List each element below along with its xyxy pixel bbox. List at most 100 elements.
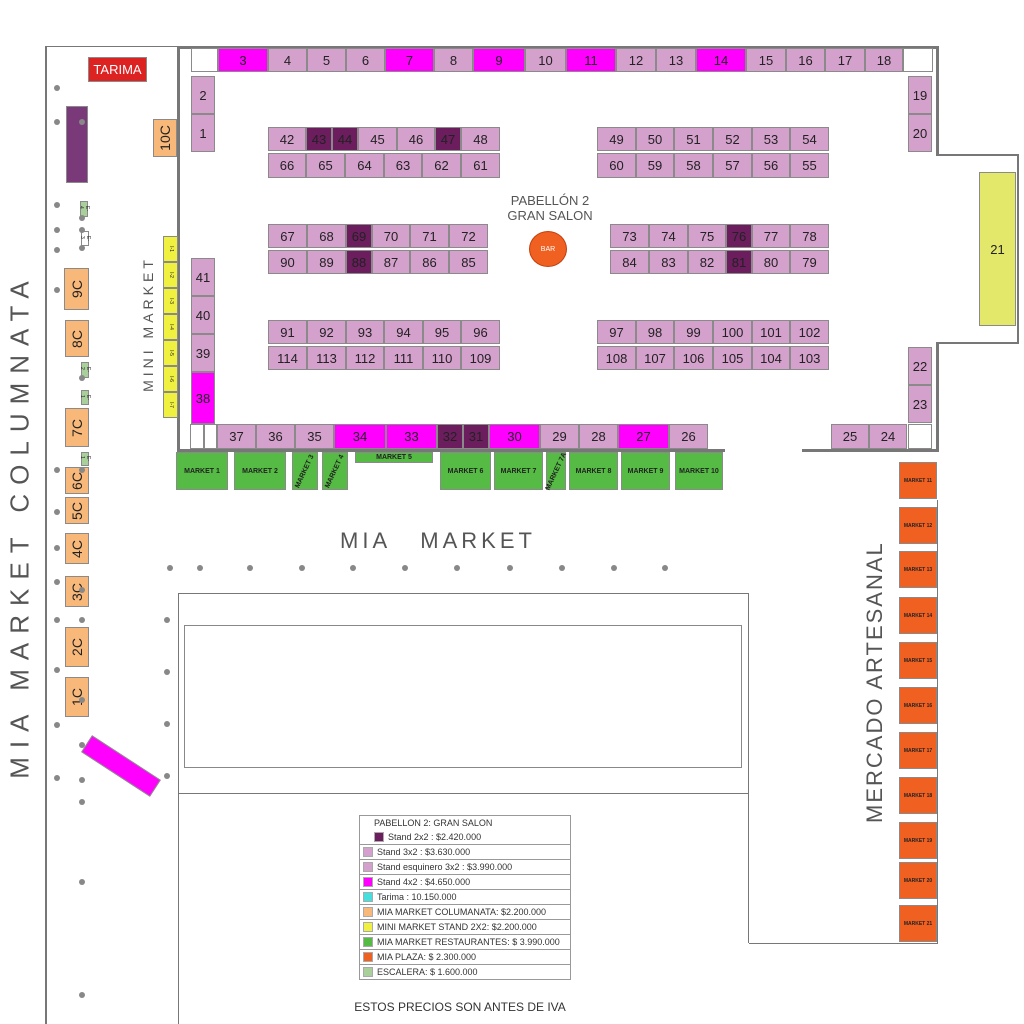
stand-103[interactable]: 103: [790, 346, 829, 370]
stand-35[interactable]: 35: [295, 424, 334, 449]
stand-70[interactable]: 70: [372, 224, 410, 248]
columnata-5C[interactable]: 5C: [65, 497, 89, 524]
stand-102[interactable]: 102: [790, 320, 829, 344]
stand-25[interactable]: 25: [831, 424, 869, 449]
stand-93[interactable]: 93: [346, 320, 384, 344]
stand-82[interactable]: 82: [688, 250, 726, 274]
stand-4[interactable]: 4: [268, 48, 307, 72]
stand-83[interactable]: 83: [649, 250, 688, 274]
stand-31[interactable]: 31: [463, 424, 489, 449]
columnata-1C[interactable]: 1C: [65, 677, 89, 717]
stand-30[interactable]: 30: [489, 424, 540, 449]
plaza-16[interactable]: MARKET 16: [899, 687, 937, 724]
stand-100[interactable]: 100: [713, 320, 752, 344]
columnata-8C[interactable]: 8C: [65, 320, 89, 357]
stand-5[interactable]: 5: [307, 48, 346, 72]
stand-38[interactable]: 38: [191, 372, 215, 424]
mini-market-I-5[interactable]: I-5: [163, 340, 178, 366]
mini-market-I-3[interactable]: I-3: [163, 288, 178, 314]
mini-market-I-4[interactable]: I-4: [163, 314, 178, 340]
plaza-12[interactable]: MARKET 12: [899, 507, 937, 544]
stand-45[interactable]: 45: [358, 127, 397, 151]
columnata-10C[interactable]: 10C: [153, 119, 177, 157]
stand-43[interactable]: 43: [306, 127, 332, 151]
stand-88[interactable]: 88: [346, 250, 372, 274]
market-2[interactable]: MARKET 2: [234, 452, 286, 490]
market-11[interactable]: MARKET 10: [675, 452, 723, 490]
stand-21[interactable]: 21: [979, 172, 1016, 326]
market-7[interactable]: MARKET 7: [494, 452, 543, 490]
stand-110[interactable]: 110: [423, 346, 461, 370]
mini-market-I-6[interactable]: I-6: [163, 366, 178, 392]
stand-87[interactable]: 87: [372, 250, 410, 274]
stand-18[interactable]: 18: [865, 48, 903, 72]
tarima[interactable]: TARIMA: [88, 57, 147, 82]
stand-76[interactable]: 76: [726, 224, 752, 248]
stand-65[interactable]: 65: [306, 153, 345, 178]
stand-69[interactable]: 69: [346, 224, 372, 248]
stand-75[interactable]: 75: [688, 224, 726, 248]
plaza-15[interactable]: MARKET 15: [899, 642, 937, 679]
stand-86[interactable]: 86: [410, 250, 449, 274]
stand-72[interactable]: 72: [449, 224, 488, 248]
stand-44[interactable]: 44: [332, 127, 358, 151]
stand-49[interactable]: 49: [597, 127, 636, 151]
stand-95[interactable]: 95: [423, 320, 461, 344]
stand-33[interactable]: 33: [386, 424, 437, 449]
columnata-2C[interactable]: 2C: [65, 627, 89, 667]
stand-36[interactable]: 36: [256, 424, 295, 449]
stand-74[interactable]: 74: [649, 224, 688, 248]
plaza-13[interactable]: MARKET 13: [899, 551, 937, 588]
escalera-1[interactable]: E-3: [79, 231, 91, 246]
market-8[interactable]: MARKET 7A: [544, 451, 568, 491]
stand-53[interactable]: 53: [752, 127, 790, 151]
stand-61[interactable]: 61: [461, 153, 500, 178]
stand-106[interactable]: 106: [674, 346, 713, 370]
stand-42[interactable]: 42: [268, 127, 306, 151]
market-10[interactable]: MARKET 9: [621, 452, 670, 490]
stand-96[interactable]: 96: [461, 320, 500, 344]
stand-73[interactable]: 73: [610, 224, 649, 248]
columnata-7C[interactable]: 7C: [65, 408, 89, 447]
stand-48[interactable]: 48: [461, 127, 500, 151]
escalera-4[interactable]: E-1: [79, 452, 91, 466]
stand-46[interactable]: 46: [397, 127, 435, 151]
stand-104[interactable]: 104: [752, 346, 790, 370]
stand-22[interactable]: 22: [908, 347, 932, 385]
stand-108[interactable]: 108: [597, 346, 636, 370]
stand-54[interactable]: 54: [790, 127, 829, 151]
stand-16[interactable]: 16: [786, 48, 825, 72]
market-4[interactable]: MARKET 4: [322, 452, 348, 490]
stand-41[interactable]: 41: [191, 258, 215, 296]
stand-32[interactable]: 32: [437, 424, 463, 449]
stand-66[interactable]: 66: [268, 153, 306, 178]
columnata-9C[interactable]: 9C: [64, 268, 89, 310]
stand-57[interactable]: 57: [713, 153, 752, 178]
stand-105[interactable]: 105: [713, 346, 752, 370]
stand-12[interactable]: 12: [616, 48, 656, 72]
plaza-17[interactable]: MARKET 17: [899, 732, 937, 769]
mini-market-I-7[interactable]: I-7: [163, 392, 178, 418]
plaza-20[interactable]: MARKET 20: [899, 862, 937, 899]
stand-111[interactable]: 111: [384, 346, 423, 370]
stand-1[interactable]: 1: [191, 114, 215, 152]
stand-97[interactable]: 97: [597, 320, 636, 344]
stand-26[interactable]: 26: [669, 424, 708, 449]
stand-8[interactable]: 8: [434, 48, 473, 72]
stand-107[interactable]: 107: [636, 346, 674, 370]
stand-63[interactable]: 63: [384, 153, 422, 178]
stand-11[interactable]: 11: [566, 48, 616, 72]
escalera-2[interactable]: E-2: [79, 362, 91, 378]
stand-47[interactable]: 47: [435, 127, 461, 151]
market-5[interactable]: MARKET 5: [355, 452, 433, 463]
plaza-14[interactable]: MARKET 14: [899, 597, 937, 634]
stand-7[interactable]: 7: [385, 48, 434, 72]
columnata-6C[interactable]: 6C: [65, 467, 89, 494]
stand-40[interactable]: 40: [191, 296, 215, 334]
stand-101[interactable]: 101: [752, 320, 790, 344]
market-1[interactable]: MARKET 1: [176, 452, 228, 490]
mini-market-I-2[interactable]: I-2: [163, 262, 178, 288]
market-6[interactable]: MARKET 6: [440, 452, 491, 490]
stand-14[interactable]: 14: [696, 48, 746, 72]
stand-13[interactable]: 13: [656, 48, 696, 72]
